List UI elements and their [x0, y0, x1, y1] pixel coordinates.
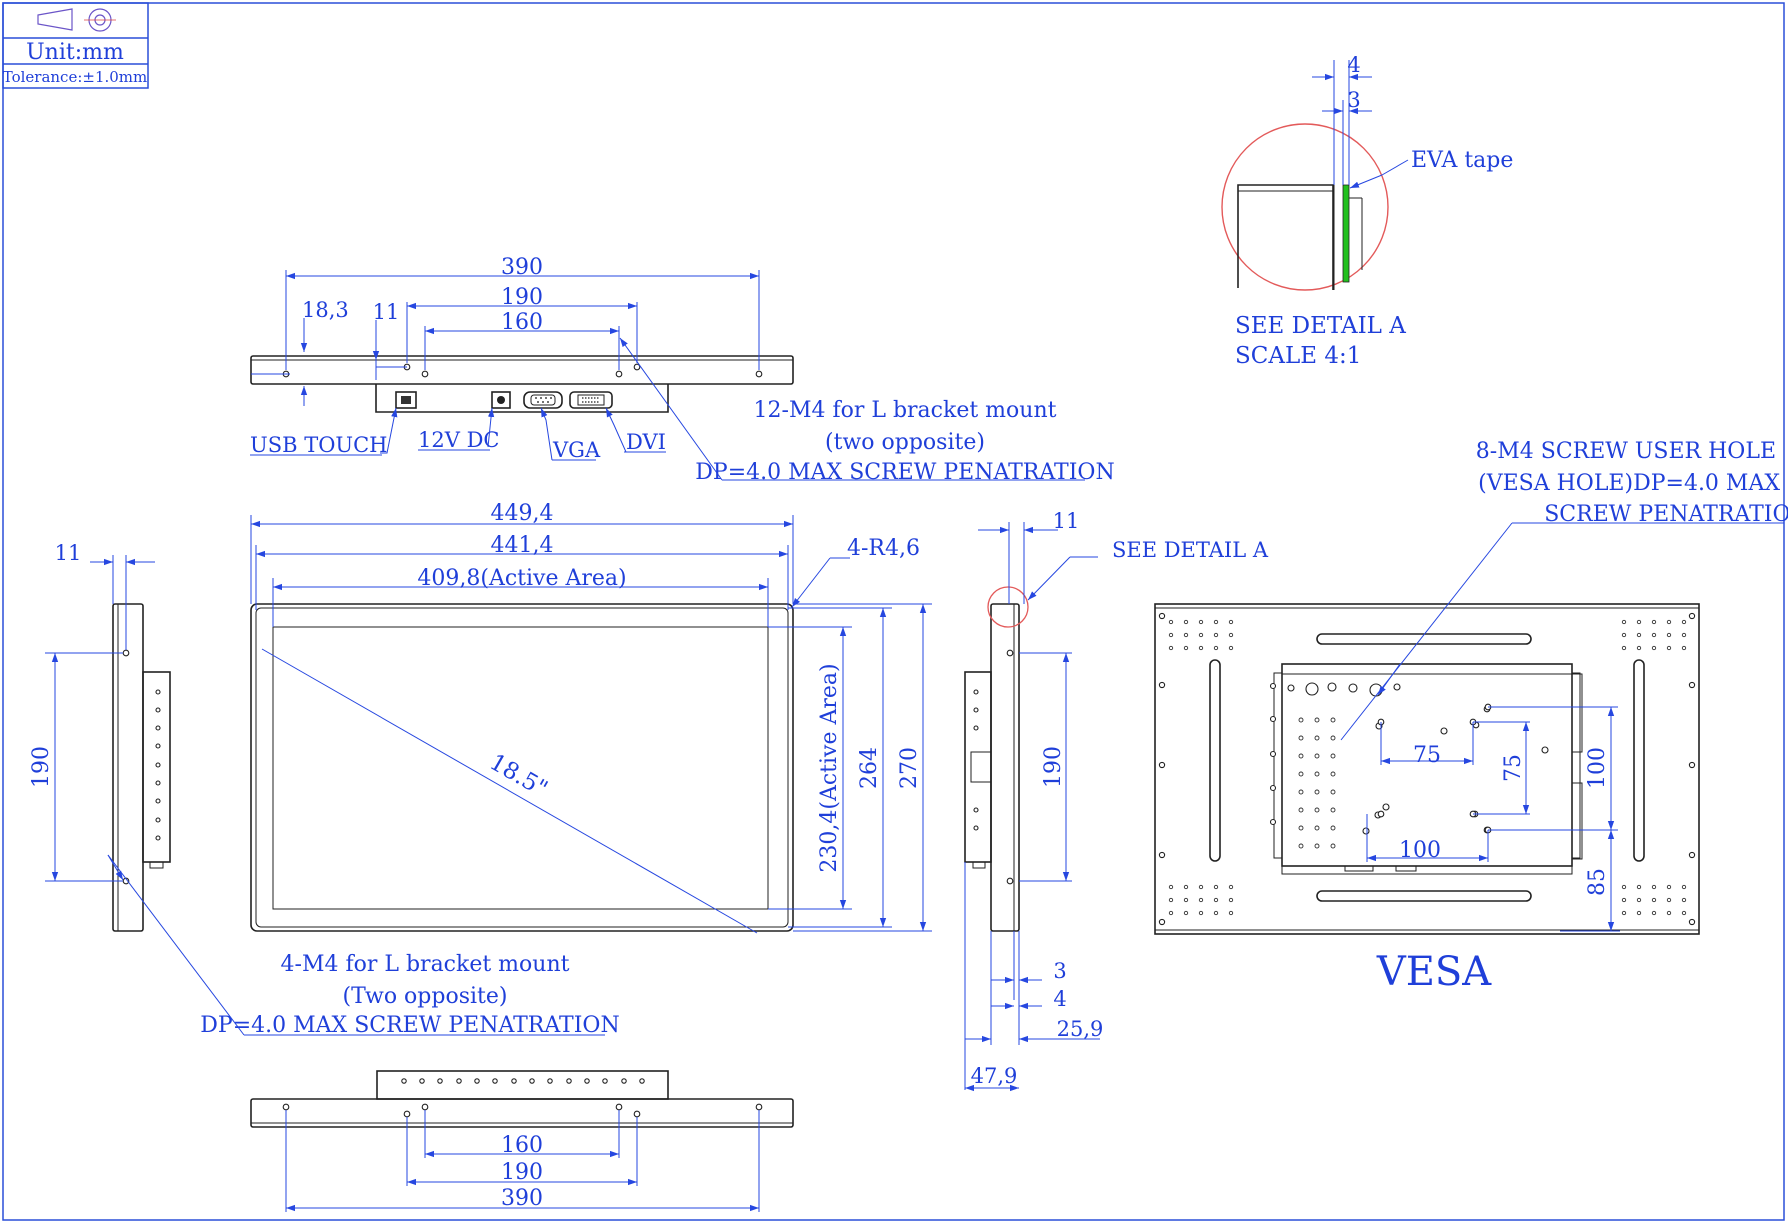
usb-port-icon	[395, 391, 417, 409]
top-dim-390: 390	[501, 255, 543, 280]
vesa-caption: VESA	[1376, 949, 1492, 995]
vesa-rear-view: 75 75 100 100 85 8-M4 SCREW USER HOLE (V…	[1154, 439, 1788, 995]
left-side-holes	[122, 649, 161, 885]
port-vga-label: VGA	[552, 438, 601, 462]
front-view: 18.5" 449,4 441,4 409,8(Active Area) 4-R…	[200, 501, 932, 1038]
top-dim-160: 160	[501, 310, 543, 335]
front-dim-449-4: 449,4	[491, 501, 554, 526]
eva-tape-label: EVA tape	[1411, 148, 1513, 173]
detail-dim-3: 3	[1347, 88, 1360, 112]
front-dim-409-8: 409,8(Active Area)	[417, 566, 626, 591]
unit-label: Unit:mm	[26, 40, 124, 65]
left-view: 11 190	[29, 541, 245, 1036]
title-block: Unit:mm Tolerance:±1.0mm	[2, 2, 149, 89]
detail-a-view: 4 3 EVA tape SEE DETAIL A SCALE 4:1	[1221, 53, 1513, 369]
top-dim-18-3: 18,3	[302, 298, 349, 322]
right-see-detail: SEE DETAIL A	[1112, 538, 1269, 562]
right-side-holes	[973, 649, 1014, 885]
front-note-line1: 4-M4 for L bracket mount	[281, 952, 570, 977]
top-note-line2: (two opposite)	[825, 430, 985, 455]
vesa-dim-75-v: 75	[1501, 754, 1526, 782]
vesa-dim-75-h: 75	[1413, 743, 1441, 768]
detail-scale: SCALE 4:1	[1235, 343, 1361, 369]
bottom-dim-390: 390	[501, 1186, 543, 1211]
bottom-dim-160: 160	[501, 1133, 543, 1158]
dvi-port-icon	[569, 391, 613, 409]
vesa-vent-holes	[1168, 619, 1687, 916]
bottom-dim-190: 190	[501, 1160, 543, 1185]
bottom-view: 160 190 390	[250, 1070, 794, 1212]
vesa-perimeter-screws	[1158, 612, 1696, 926]
vesa-dim-100-h: 100	[1399, 838, 1441, 863]
right-dim-25-9: 25,9	[1057, 1017, 1104, 1041]
detail-dim-4: 4	[1347, 53, 1360, 77]
front-radius-label: 4-R4,6	[847, 536, 920, 561]
right-dim-11: 11	[1053, 509, 1080, 533]
top-view: 390 190 160 18,3 11 USB TOUCH 12V DC VGA…	[250, 255, 1115, 485]
vesa-note-line1: 8-M4 SCREW USER HOLE	[1476, 439, 1776, 464]
left-dim-11: 11	[55, 541, 82, 565]
vesa-board-vents	[1298, 717, 1336, 849]
right-side-view: 11 SEE DETAIL A 190 3 4 25,9 47,9	[964, 509, 1269, 1092]
vesa-dim-100-v: 100	[1585, 747, 1610, 789]
port-usb-label: USB TOUCH	[250, 433, 388, 457]
vga-port-icon	[523, 391, 563, 409]
detail-caption: SEE DETAIL A	[1235, 313, 1406, 339]
detail-a-marker	[987, 586, 1029, 628]
right-dim-3: 3	[1053, 959, 1066, 983]
front-dim-230-4: 230,4(Active Area)	[817, 663, 842, 872]
eva-tape-strip	[1342, 184, 1350, 283]
left-dim-190: 190	[29, 746, 54, 788]
front-note-line2: (Two opposite)	[343, 984, 508, 1009]
front-note-line3: DP=4.0 MAX SCREW PENATRATION	[200, 1013, 619, 1038]
top-dim-11: 11	[373, 300, 400, 324]
port-dc-label: 12V DC	[418, 428, 499, 452]
vesa-dim-85: 85	[1585, 868, 1610, 896]
right-dim-190: 190	[1041, 746, 1066, 788]
top-mount-holes	[282, 363, 763, 378]
front-dim-264: 264	[857, 747, 882, 789]
front-dim-441-4: 441,4	[491, 533, 554, 558]
front-dim-270: 270	[897, 747, 922, 789]
dc-jack-icon	[491, 391, 511, 409]
bottom-mount-holes	[282, 1103, 763, 1118]
port-dvi-label: DVI	[626, 430, 666, 454]
top-note-line1: 12-M4 for L bracket mount	[754, 398, 1057, 423]
bottom-button-row	[401, 1078, 645, 1084]
top-note-line3: DP=4.0 MAX SCREW PENATRATION	[695, 460, 1114, 485]
right-dim-47-9: 47,9	[971, 1064, 1018, 1088]
tolerance-label: Tolerance:±1.0mm	[3, 68, 148, 86]
diagonal-label: 18.5"	[485, 749, 552, 802]
detail-circle	[1221, 123, 1389, 291]
vesa-note-line2: (VESA HOLE)DP=4.0 MAX	[1478, 471, 1780, 496]
top-dim-190: 190	[501, 285, 543, 310]
diagonal-line	[261, 648, 758, 934]
projection-symbol-icon	[37, 8, 116, 32]
right-dim-4: 4	[1053, 987, 1066, 1011]
